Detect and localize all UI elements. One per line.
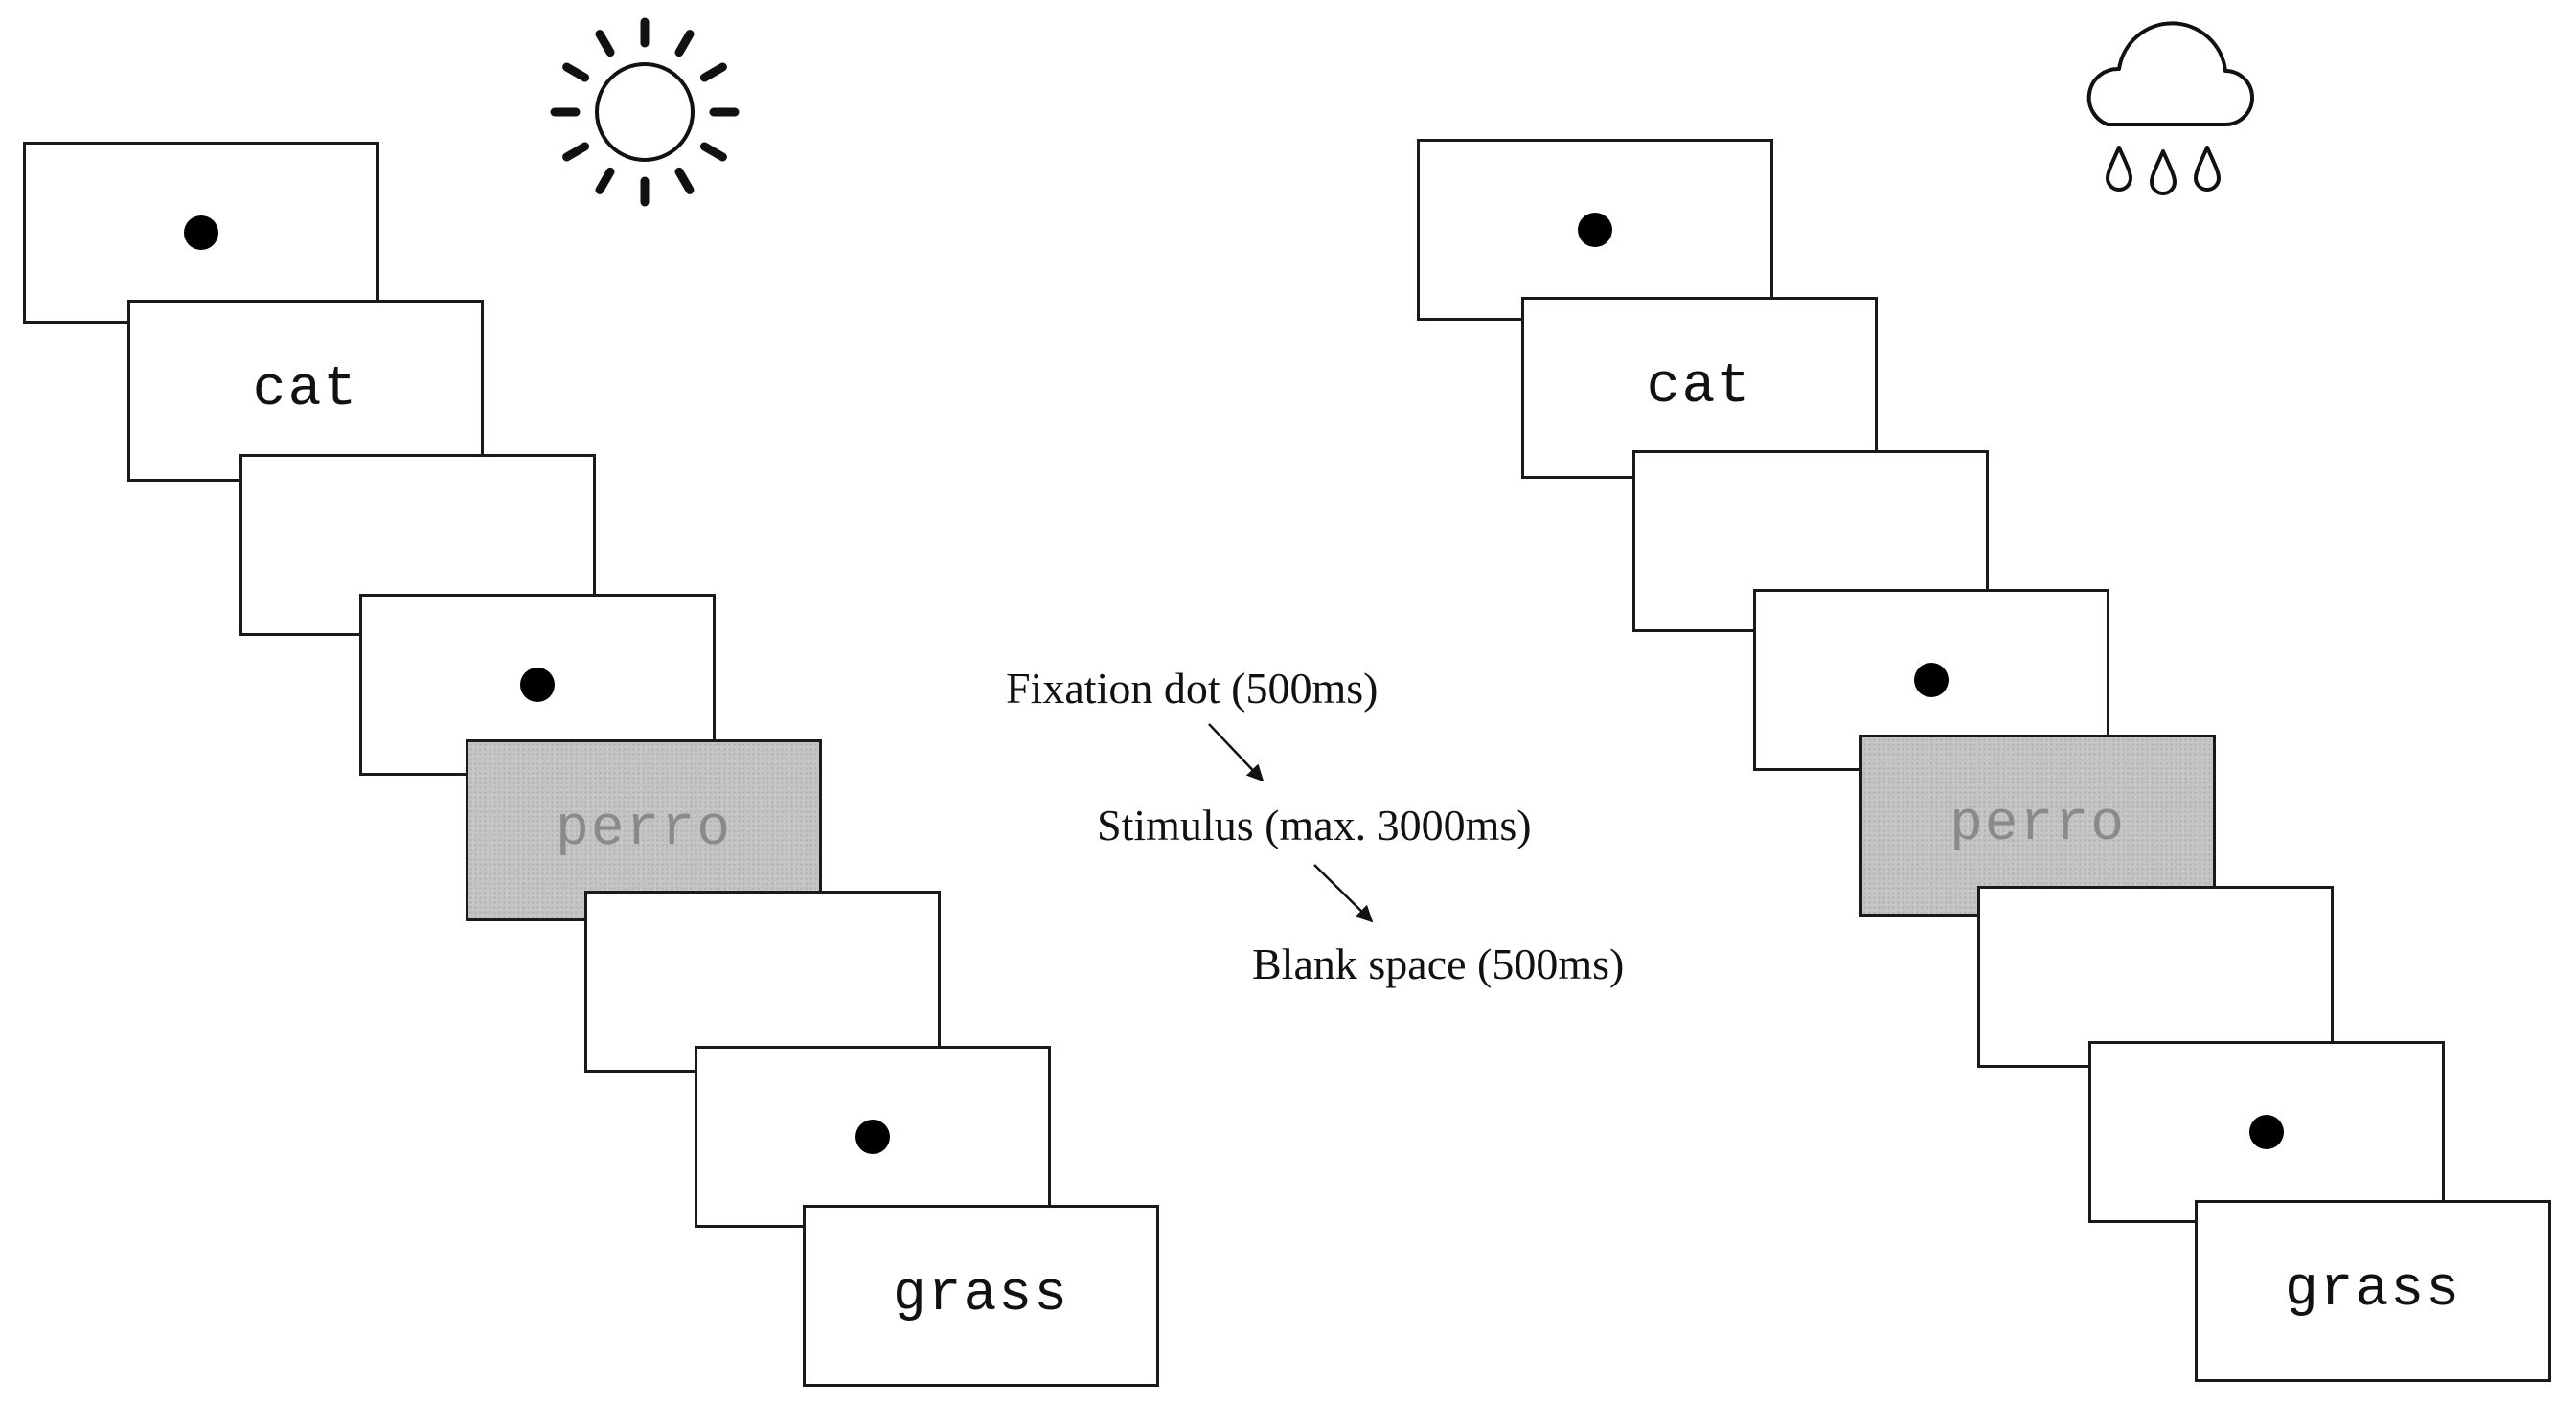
fixation-screen	[695, 1046, 1051, 1228]
sun-ray	[674, 167, 695, 194]
sun-ray	[562, 142, 590, 162]
sun-ray	[595, 167, 615, 194]
sun-ray	[595, 30, 615, 57]
arrow-icon	[1208, 723, 1265, 782]
stimulus-screen: grass	[2195, 1200, 2551, 1382]
stimulus-word: cat	[252, 359, 359, 421]
fixation-dot	[520, 668, 555, 702]
stimulus-word: perro	[1949, 794, 2127, 856]
fixation-dot	[1914, 663, 1949, 697]
fixation-dot	[2249, 1115, 2284, 1149]
fixation-dot	[855, 1120, 890, 1154]
fixation-screen	[23, 142, 379, 324]
sun-ray	[674, 30, 695, 57]
stimulus-screen-gray: perro	[1859, 735, 2216, 917]
stimulus-word: grass	[892, 1264, 1070, 1326]
stimulus-word: cat	[1646, 356, 1753, 419]
legend-blank: Blank space (500ms)	[1252, 940, 1625, 988]
sun-ray	[699, 142, 727, 162]
sun-ray	[699, 62, 727, 82]
stimulus-screen: cat	[127, 300, 484, 482]
sun-ray	[562, 62, 590, 82]
fixation-dot	[184, 215, 218, 250]
stimulus-word: perro	[555, 799, 733, 861]
fixation-dot	[1578, 213, 1612, 247]
blank-screen	[584, 891, 941, 1073]
legend-stimulus: Stimulus (max. 3000ms)	[1097, 801, 1532, 849]
fixation-screen	[2088, 1041, 2445, 1223]
stimulus-word: grass	[2284, 1259, 2462, 1322]
legend-fixation: Fixation dot (500ms)	[1006, 664, 1379, 713]
arrow-icon	[1313, 864, 1374, 923]
stimulus-screen: grass	[803, 1205, 1159, 1387]
